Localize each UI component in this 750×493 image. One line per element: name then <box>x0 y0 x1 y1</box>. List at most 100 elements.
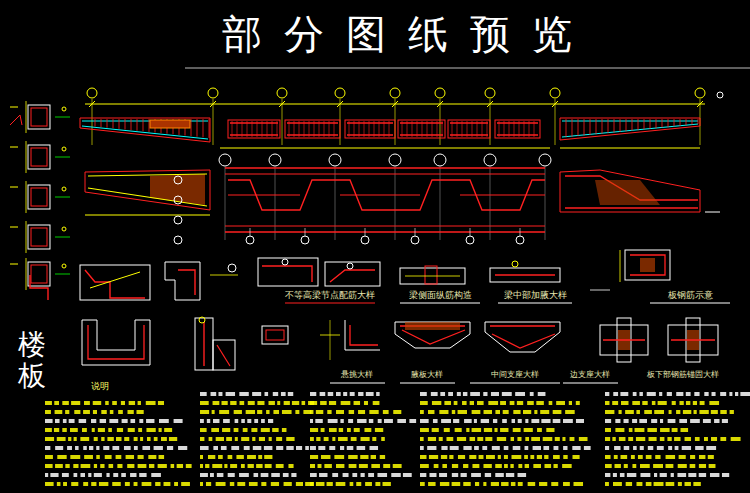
stirrup-line <box>277 121 278 137</box>
note-text-stroke <box>709 401 719 405</box>
note-text-stroke <box>668 446 672 450</box>
note-text-stroke <box>636 482 642 486</box>
grid-bubble <box>269 154 281 166</box>
dimension-line <box>26 101 27 133</box>
note-text-stroke <box>660 428 670 432</box>
note-text-stroke <box>339 428 343 432</box>
note-text-stroke <box>113 473 118 477</box>
note-text-stroke <box>349 464 357 468</box>
note-text-stroke <box>108 428 112 432</box>
grid-bubble <box>87 88 97 98</box>
grid-line <box>545 166 546 240</box>
note-text-stroke <box>429 473 436 477</box>
leader-line <box>55 157 70 158</box>
stirrup-line <box>590 119 591 135</box>
note-text-stroke <box>271 473 280 477</box>
note-text-stroke <box>343 392 347 396</box>
note-text-stroke <box>393 410 401 414</box>
note-text-stroke <box>383 482 391 486</box>
note-text-stroke <box>45 419 53 423</box>
note-text-stroke <box>55 446 63 450</box>
note-text-stroke <box>690 419 700 423</box>
rebar-line <box>30 275 48 300</box>
note-text-stroke <box>682 446 691 450</box>
note-text-stroke <box>573 482 583 486</box>
note-text-stroke <box>479 455 484 459</box>
note-text-stroke <box>234 410 242 414</box>
note-text-stroke <box>448 392 453 396</box>
note-text-stroke <box>286 437 294 441</box>
note-text-stroke <box>383 410 389 414</box>
note-text-stroke <box>444 428 450 432</box>
note-text-stroke <box>310 428 318 432</box>
note-text-stroke <box>434 464 439 468</box>
note-text-stroke <box>484 428 492 432</box>
note-text-stroke <box>79 419 87 423</box>
note-text-stroke <box>327 410 331 414</box>
stirrup-line <box>131 119 132 130</box>
note-text-stroke <box>71 482 78 486</box>
note-text-stroke <box>640 473 650 477</box>
note-text-stroke <box>439 410 448 414</box>
note-text-stroke <box>686 392 691 396</box>
note-text-stroke <box>305 446 309 450</box>
rebar-line <box>85 270 145 298</box>
stirrup-line <box>602 119 603 134</box>
note-text-stroke <box>635 428 645 432</box>
note-text-stroke <box>722 419 728 423</box>
note-text-stroke <box>106 473 109 477</box>
note-text-stroke <box>112 446 119 450</box>
note-text-stroke <box>328 419 338 423</box>
grid-bubble <box>329 154 341 166</box>
note-text-stroke <box>655 455 660 459</box>
note-text-stroke <box>200 392 207 396</box>
note-text-stroke <box>735 392 738 396</box>
note-text-stroke <box>310 464 315 468</box>
hatch-area <box>405 322 460 330</box>
stirrup-line <box>477 121 478 137</box>
note-text-stroke <box>254 419 258 423</box>
note-text-stroke <box>295 410 299 414</box>
note-text-stroke <box>605 428 611 432</box>
note-text-stroke <box>653 464 663 468</box>
note-text-stroke <box>105 401 109 405</box>
note-text-stroke <box>613 473 617 477</box>
detail-title: 不等高梁节点配筋大样 <box>284 290 376 300</box>
note-text-stroke <box>450 446 459 450</box>
note-text-stroke <box>440 482 449 486</box>
note-text-stroke <box>503 410 509 414</box>
drawing-line <box>217 345 230 366</box>
note-text-stroke <box>690 455 695 459</box>
note-text-stroke <box>91 419 96 423</box>
leader-line <box>55 274 70 275</box>
note-text-stroke <box>158 464 167 468</box>
drawing-line <box>203 322 204 366</box>
note-text-stroke <box>518 482 523 486</box>
note-text-stroke <box>659 392 662 396</box>
note-text-stroke <box>428 482 435 486</box>
note-text-stroke <box>81 464 91 468</box>
note-text-stroke <box>625 410 634 414</box>
note-text-stroke <box>140 437 143 441</box>
note-text-stroke <box>283 473 289 477</box>
note-text-stroke <box>699 455 705 459</box>
note-text-stroke <box>452 410 455 414</box>
note-text-stroke <box>694 410 697 414</box>
note-text-stroke <box>70 428 78 432</box>
sheet-label: 楼板 <box>18 330 46 392</box>
section-outline <box>28 145 50 169</box>
callout-bubble <box>347 263 353 269</box>
stirrup-line <box>294 121 295 137</box>
note-text-stroke <box>525 446 529 450</box>
note-text-stroke <box>318 464 322 468</box>
note-text-stroke <box>174 482 178 486</box>
note-text-stroke <box>340 446 344 450</box>
note-text-stroke <box>455 428 462 432</box>
note-text-stroke <box>525 464 529 468</box>
note-text-stroke <box>55 464 63 468</box>
note-text-stroke <box>366 392 374 396</box>
note-text-stroke <box>50 473 58 477</box>
note-text-stroke <box>605 482 609 486</box>
stirrup-line <box>509 121 510 137</box>
note-text-stroke <box>91 482 96 486</box>
